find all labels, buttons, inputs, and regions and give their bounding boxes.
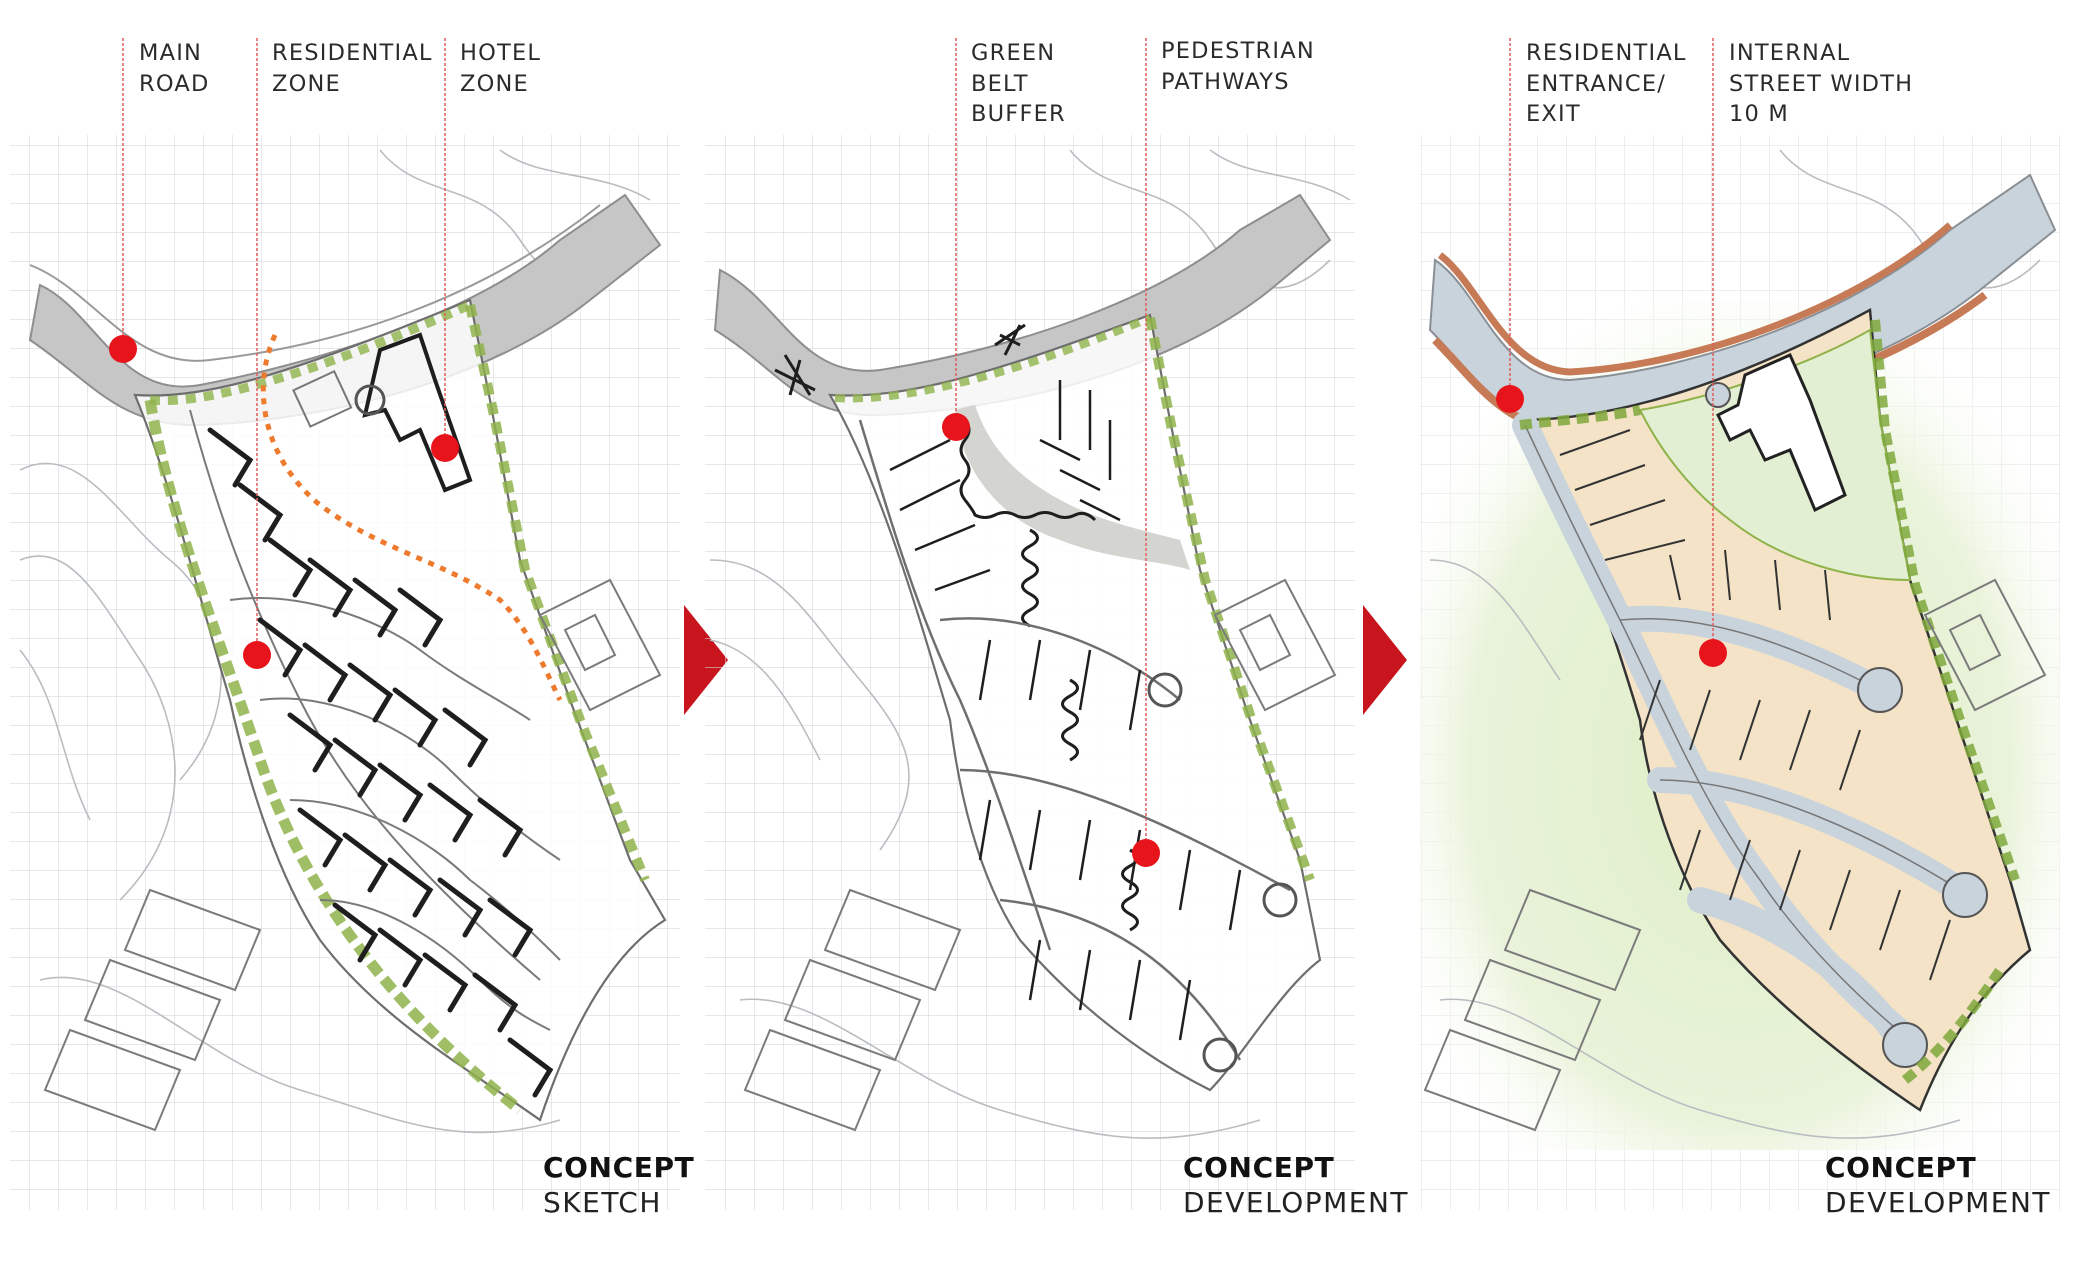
callout-line: STREET WIDTH: [1729, 70, 1914, 97]
hotel-building: [1716, 353, 1847, 513]
sketch-internal-roads: [189, 409, 561, 1031]
callout-line: RESIDENTIAL: [272, 40, 433, 66]
pedestrian-wave-paths: [959, 419, 1139, 932]
caption-title: CONCEPT: [1825, 1151, 1977, 1184]
contour-lines: [1429, 149, 2041, 1139]
marker-main-road: [109, 335, 137, 363]
caption-subtitle: DEVELOPMENT: [1183, 1186, 1410, 1219]
marker-residential-zone: [243, 641, 271, 669]
tree-symbols: [774, 323, 1026, 396]
site-boundary: [828, 313, 1322, 1092]
cul-de-sacs: [1147, 672, 1298, 1073]
marker-pedestrian: [1132, 839, 1160, 867]
callout-line: INTERNAL: [1729, 40, 1851, 66]
callout-line: ZONE: [460, 70, 529, 97]
marker-hotel-zone: [431, 434, 459, 462]
contour-lines: [19, 149, 651, 1134]
callout-line: HOTEL: [460, 40, 542, 66]
caption-panel-3: CONCEPT DEVELOPMENT: [1825, 1150, 2051, 1221]
callout-line: GREEN: [971, 40, 1056, 66]
internal-roads: [858, 419, 1291, 1061]
marker-green-belt: [942, 413, 970, 441]
callout-line: ZONE: [272, 70, 341, 97]
callout-main-road: MAIN ROAD: [139, 38, 209, 99]
callout-green-belt-buffer: GREEN BELT BUFFER: [971, 38, 1066, 130]
green-edges: [1519, 319, 2020, 1084]
leader-lines: [122, 38, 1714, 853]
caption-title: CONCEPT: [1183, 1151, 1335, 1184]
caption-panel-1: CONCEPT SKETCH: [543, 1150, 694, 1221]
callout-line: ENTRANCE/: [1526, 70, 1667, 97]
callout-line: PEDESTRIAN: [1161, 38, 1315, 64]
sketch-house-blocks: [207, 427, 554, 1098]
caption-subtitle: DEVELOPMENT: [1825, 1186, 2052, 1219]
callout-line: RESIDENTIAL: [1526, 40, 1687, 66]
callout-line: BUFFER: [971, 101, 1066, 127]
callout-hotel-zone: HOTEL ZONE: [460, 38, 541, 99]
callout-line: EXIT: [1526, 101, 1581, 127]
callout-internal-street: INTERNAL STREET WIDTH 10 M: [1729, 38, 1913, 130]
panel-concept-sketch: [10, 135, 680, 1210]
hotel-block: [292, 332, 473, 493]
contour-lines: [709, 149, 1351, 1139]
site-boundary: [1517, 308, 2032, 1112]
cul-de-sacs: [1857, 667, 1988, 1068]
road-center-lines: [1524, 424, 1961, 1041]
panel-concept-development-2: [1420, 135, 2060, 1210]
zone-boundary-line: [260, 333, 563, 702]
callout-line: 10 M: [1729, 101, 1789, 127]
neighbor-buildings: [43, 578, 662, 1132]
markers: [109, 335, 1727, 867]
caption-panel-2: CONCEPT DEVELOPMENT: [1183, 1150, 1409, 1221]
callout-line: BELT: [971, 70, 1029, 97]
caption-subtitle: SKETCH: [543, 1186, 662, 1219]
caption-title: CONCEPT: [543, 1151, 695, 1184]
panel-concept-development-1: [705, 135, 1355, 1210]
plot-subdivision-lines: [1559, 429, 1951, 981]
hotel-dropoff: [1705, 382, 1731, 408]
green-belt-band: [955, 405, 1190, 570]
callout-pedestrian-pathways: PEDESTRIAN PATHWAYS: [1161, 36, 1315, 97]
callout-residential-entrance: RESIDENTIAL ENTRANCE/ EXIT: [1526, 38, 1687, 130]
neighbor-buildings: [1423, 578, 2047, 1132]
progress-arrow-2: [1363, 605, 1407, 715]
callout-residential-zone: RESIDENTIAL ZONE: [272, 38, 433, 99]
callout-line: PATHWAYS: [1161, 68, 1290, 95]
callout-line: MAIN: [139, 40, 203, 66]
callout-line: ROAD: [139, 70, 210, 97]
neighbor-buildings: [743, 578, 1337, 1132]
marker-entrance: [1496, 385, 1524, 413]
marker-street-width: [1699, 639, 1727, 667]
